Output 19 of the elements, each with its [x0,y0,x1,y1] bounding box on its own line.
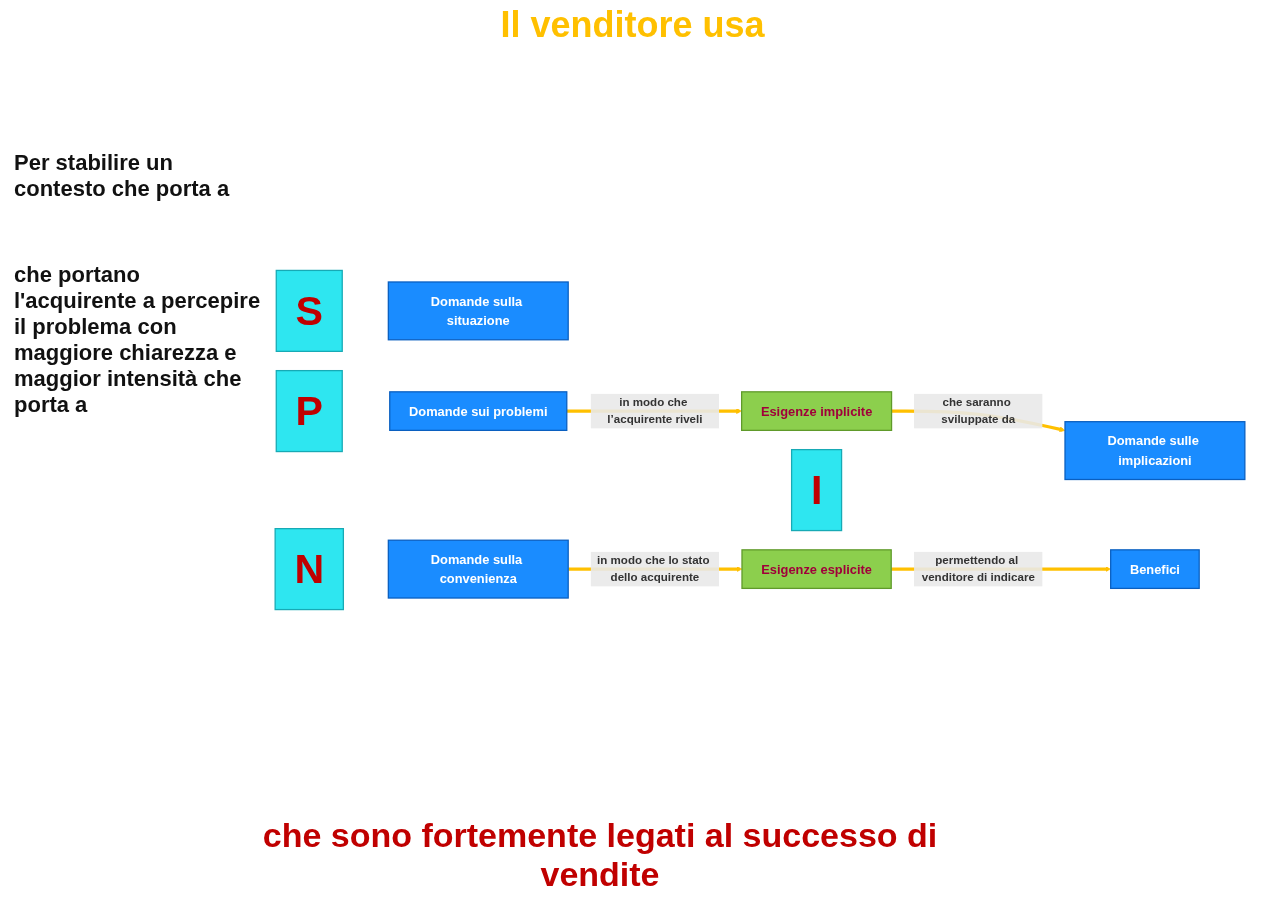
node-box: Domande sulla situazione [387,281,569,341]
node-box: Benefici [1110,549,1200,590]
node-box: I [791,449,843,532]
node-box: P [275,370,343,453]
node-box: Domande sui problemi [389,391,568,431]
node-box: Domande sulla convenienza [387,539,569,599]
title: Il venditore usa [499,4,766,46]
edge-label: che saranno sviluppate da [941,395,1016,426]
note-text: Per stabilire un contesto che porta a [14,150,231,202]
caption: che sono fortemente legati al successo di vendite [261,816,939,894]
edge-label: in modo che lo stato dello acquirente [597,553,710,584]
edge-label: in modo che l’acquirente riveli [607,395,703,426]
node-box: S [275,269,343,352]
node-box: Esigenze implicite [741,391,893,431]
node-box: Esigenze esplicite [741,549,892,590]
note-text: che portano l'acquirente a percepire il problema con maggiore chiarezza e maggior intensità che porta a [14,262,262,418]
node-box: Domande sulle implicazioni [1064,421,1246,481]
node-box: N [274,528,344,611]
edge-label: permettendo al venditore di indicare [921,553,1035,584]
